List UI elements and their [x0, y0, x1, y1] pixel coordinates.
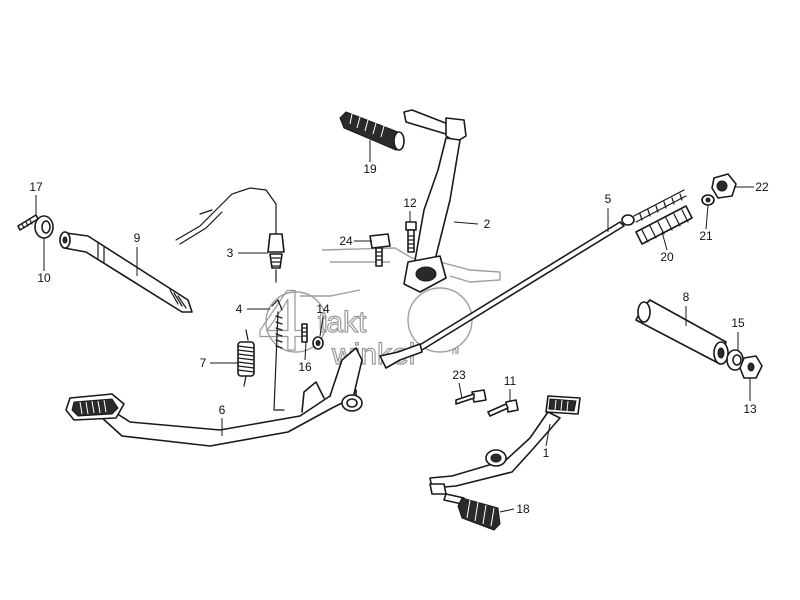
watermark-motorbike-outline — [300, 247, 501, 297]
part-11-bolt — [487, 399, 519, 417]
part-7-coil-spring — [237, 329, 255, 387]
watermark-suffix: nl — [452, 346, 459, 356]
part-21-joint — [701, 194, 715, 206]
leader-line-14 — [319, 316, 324, 337]
part-10-washer — [34, 215, 54, 239]
leader-line-1 — [545, 423, 551, 447]
part-5-brake-rod — [379, 189, 687, 369]
callout-2: 2 — [484, 217, 491, 231]
callout-9: 9 — [134, 231, 141, 245]
callout-19: 19 — [363, 162, 377, 176]
callout-10: 10 — [37, 271, 51, 285]
part-18-rubber — [443, 493, 501, 531]
part-23-bolt — [455, 389, 487, 405]
callout-21: 21 — [699, 229, 713, 243]
callout-18: 18 — [516, 502, 530, 516]
callout-5: 5 — [605, 192, 612, 206]
callout-20: 20 — [660, 250, 674, 264]
part-6-brake-pedal — [65, 347, 363, 447]
part-13-nut — [739, 355, 763, 379]
watermark-word-top: takt — [318, 306, 367, 339]
callout-16: 16 — [298, 360, 312, 374]
callout-14: 14 — [316, 302, 330, 316]
callout-13: 13 — [743, 402, 757, 416]
part-22-adjusting-nut — [711, 173, 737, 199]
part-4-return-spring — [271, 298, 285, 411]
part-19-kickstart-rubber — [339, 111, 405, 151]
callout-leader-lines — [35, 140, 754, 513]
callout-17: 17 — [29, 180, 43, 194]
leader-line-20 — [661, 231, 668, 251]
callout-24: 24 — [339, 234, 353, 248]
callout-11: 11 — [504, 374, 517, 388]
part-2-kickstart-lever — [403, 109, 467, 293]
callout-4: 4 — [236, 302, 243, 316]
leader-line-23 — [458, 382, 463, 399]
part-14-nut — [312, 336, 324, 350]
watermark-wheel-left — [265, 291, 327, 353]
part-9-pivot-shaft — [59, 231, 193, 313]
leader-line-2 — [453, 221, 479, 225]
leader-line-18 — [499, 508, 515, 513]
callout-8: 8 — [683, 290, 690, 304]
watermark-digit: 4 — [258, 273, 306, 369]
callout-22: 22 — [755, 180, 769, 194]
leader-line-21 — [705, 204, 709, 230]
part-1-gear-pedal — [429, 395, 581, 495]
part-12-bolt — [405, 221, 417, 253]
callout-labels: 1 2 3 4 5 6 7 8 9 10 11 12 13 14 15 16 1… — [29, 162, 769, 516]
callout-6: 6 — [219, 403, 226, 417]
callout-23: 23 — [452, 368, 466, 382]
callout-3: 3 — [227, 246, 234, 260]
part-3-switch-cable — [175, 187, 285, 283]
part-24-bolt — [369, 233, 391, 267]
leader-line-16 — [304, 341, 307, 361]
callout-15: 15 — [731, 316, 745, 330]
callout-1: 1 — [543, 446, 550, 460]
part-8-pipe — [635, 299, 729, 365]
part-16-bolt — [301, 323, 308, 343]
callout-12: 12 — [403, 196, 417, 210]
callout-7: 7 — [200, 356, 207, 370]
part-20-spring — [635, 205, 693, 245]
